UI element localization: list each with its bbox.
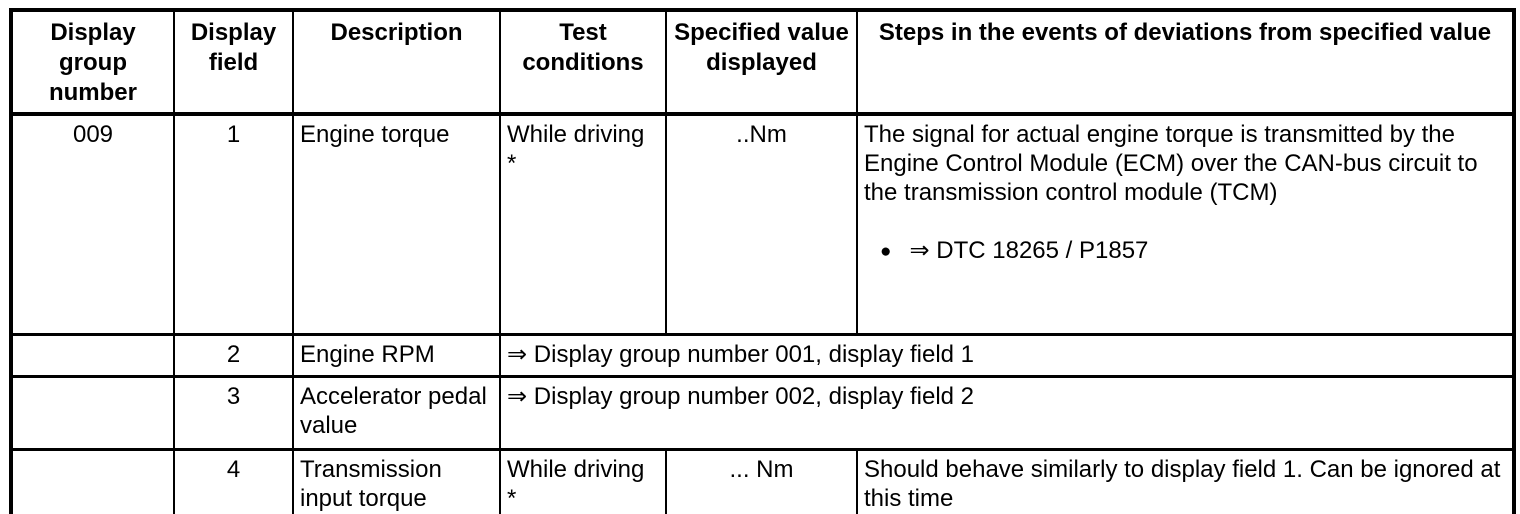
header-row: Display group number Display field Descr… xyxy=(10,8,1515,116)
header-specified-value: Specified value displayed xyxy=(665,8,858,116)
cell-description: Transmission input torque xyxy=(292,447,501,514)
cell-specified-value: ... Nm xyxy=(665,447,858,514)
table-row-3: 3 Accelerator pedal value ⇒ Display grou… xyxy=(10,374,1515,451)
header-test-conditions: Test conditions xyxy=(499,8,667,116)
cell-group-number xyxy=(10,332,175,378)
cell-display-field: 2 xyxy=(173,332,294,378)
test-conditions-footnote: * xyxy=(507,484,517,512)
cell-reference: ⇒ Display group number 001, display fiel… xyxy=(499,332,1515,378)
test-conditions-text: While driving xyxy=(507,121,645,148)
cell-group-number xyxy=(10,374,175,451)
header-steps: Steps in the events of deviations from s… xyxy=(856,8,1515,116)
cell-test-conditions: While driving * xyxy=(499,112,667,336)
table-row-1: 009 1 Engine torque While driving * ..Nm… xyxy=(10,112,1515,336)
bullet-icon: ● xyxy=(880,241,892,262)
steps-paragraph: The signal for actual engine torque is t… xyxy=(864,121,1478,206)
cell-display-field: 4 xyxy=(173,447,294,514)
table-row-2: 2 Engine RPM ⇒ Display group number 001,… xyxy=(10,332,1515,378)
test-conditions-text: While driving xyxy=(507,455,645,483)
cell-test-conditions: While driving * xyxy=(499,447,667,514)
header-display-group-number: Display group number xyxy=(10,8,175,116)
cell-specified-value: ..Nm xyxy=(665,112,858,336)
cell-display-field: 3 xyxy=(173,374,294,451)
cell-display-field: 1 xyxy=(173,112,294,336)
cell-reference: ⇒ Display group number 002, display fiel… xyxy=(499,374,1515,451)
cell-description: Accelerator pedal value xyxy=(292,374,501,451)
cell-steps: The signal for actual engine torque is t… xyxy=(856,112,1515,336)
cell-description: Engine torque xyxy=(292,112,501,336)
cell-group-number xyxy=(10,447,175,514)
bullet-text: ⇒ DTC 18265 / P1857 xyxy=(909,237,1149,264)
table-row-4: 4 Transmission input torque While drivin… xyxy=(10,447,1515,514)
bullet-line: ● ⇒ DTC 18265 / P1857 xyxy=(880,236,1506,266)
cell-steps: Should behave similarly to display field… xyxy=(856,447,1515,514)
cell-description: Engine RPM xyxy=(292,332,501,378)
header-description: Description xyxy=(292,8,501,116)
cell-group-number: 009 xyxy=(10,112,175,336)
test-conditions-footnote: * xyxy=(507,150,517,177)
header-display-field: Display field xyxy=(173,8,294,116)
diagnostic-spec-table: Display group number Display field Descr… xyxy=(9,8,1516,514)
